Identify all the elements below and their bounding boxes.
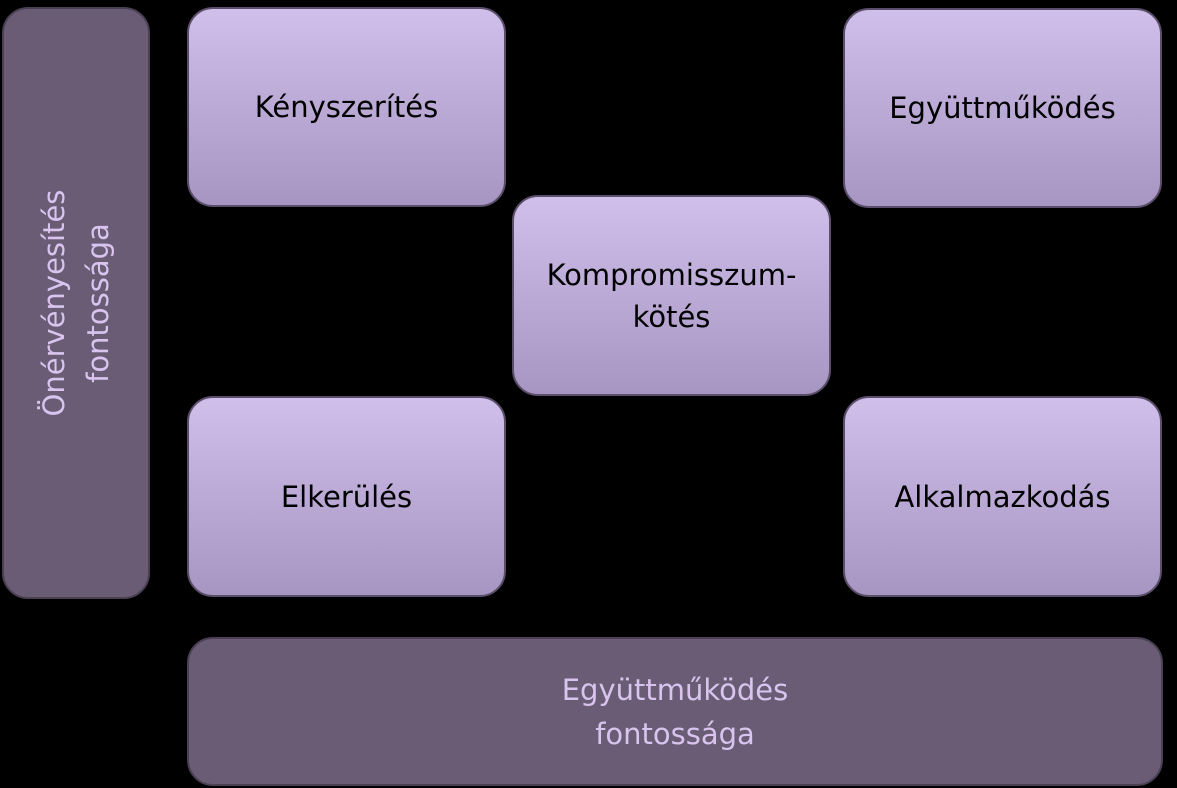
competing-label: Kényszerítés (254, 90, 439, 124)
assertiveness-axis-label: Önérvényesítés fontossága (32, 93, 120, 513)
compromising-box: Kompromisszum- kötés (512, 195, 831, 396)
compromising-label-line2: kötés (632, 299, 711, 334)
assertiveness-axis-line2: fontossága (81, 223, 115, 383)
competing-box: Kényszerítés (187, 7, 506, 207)
cooperativeness-axis-label-box: Együttműködés fontossága (187, 637, 1163, 786)
avoiding-box: Elkerülés (187, 396, 506, 597)
assertiveness-axis-label-box: Önérvényesítés fontossága (2, 7, 150, 599)
collaborating-box: Együttműködés (843, 8, 1162, 208)
cooperativeness-axis-line1: Együttműködés (561, 672, 789, 707)
avoiding-label: Elkerülés (280, 479, 413, 514)
compromising-label-line1: Kompromisszum- (546, 257, 797, 292)
accommodating-label: Alkalmazkodás (894, 479, 1111, 514)
cooperativeness-axis-line2: fontossága (595, 716, 755, 751)
assertiveness-axis-line1: Önérvényesítés (37, 189, 71, 417)
accommodating-box: Alkalmazkodás (843, 396, 1162, 597)
collaborating-label: Együttműködés (889, 91, 1116, 125)
